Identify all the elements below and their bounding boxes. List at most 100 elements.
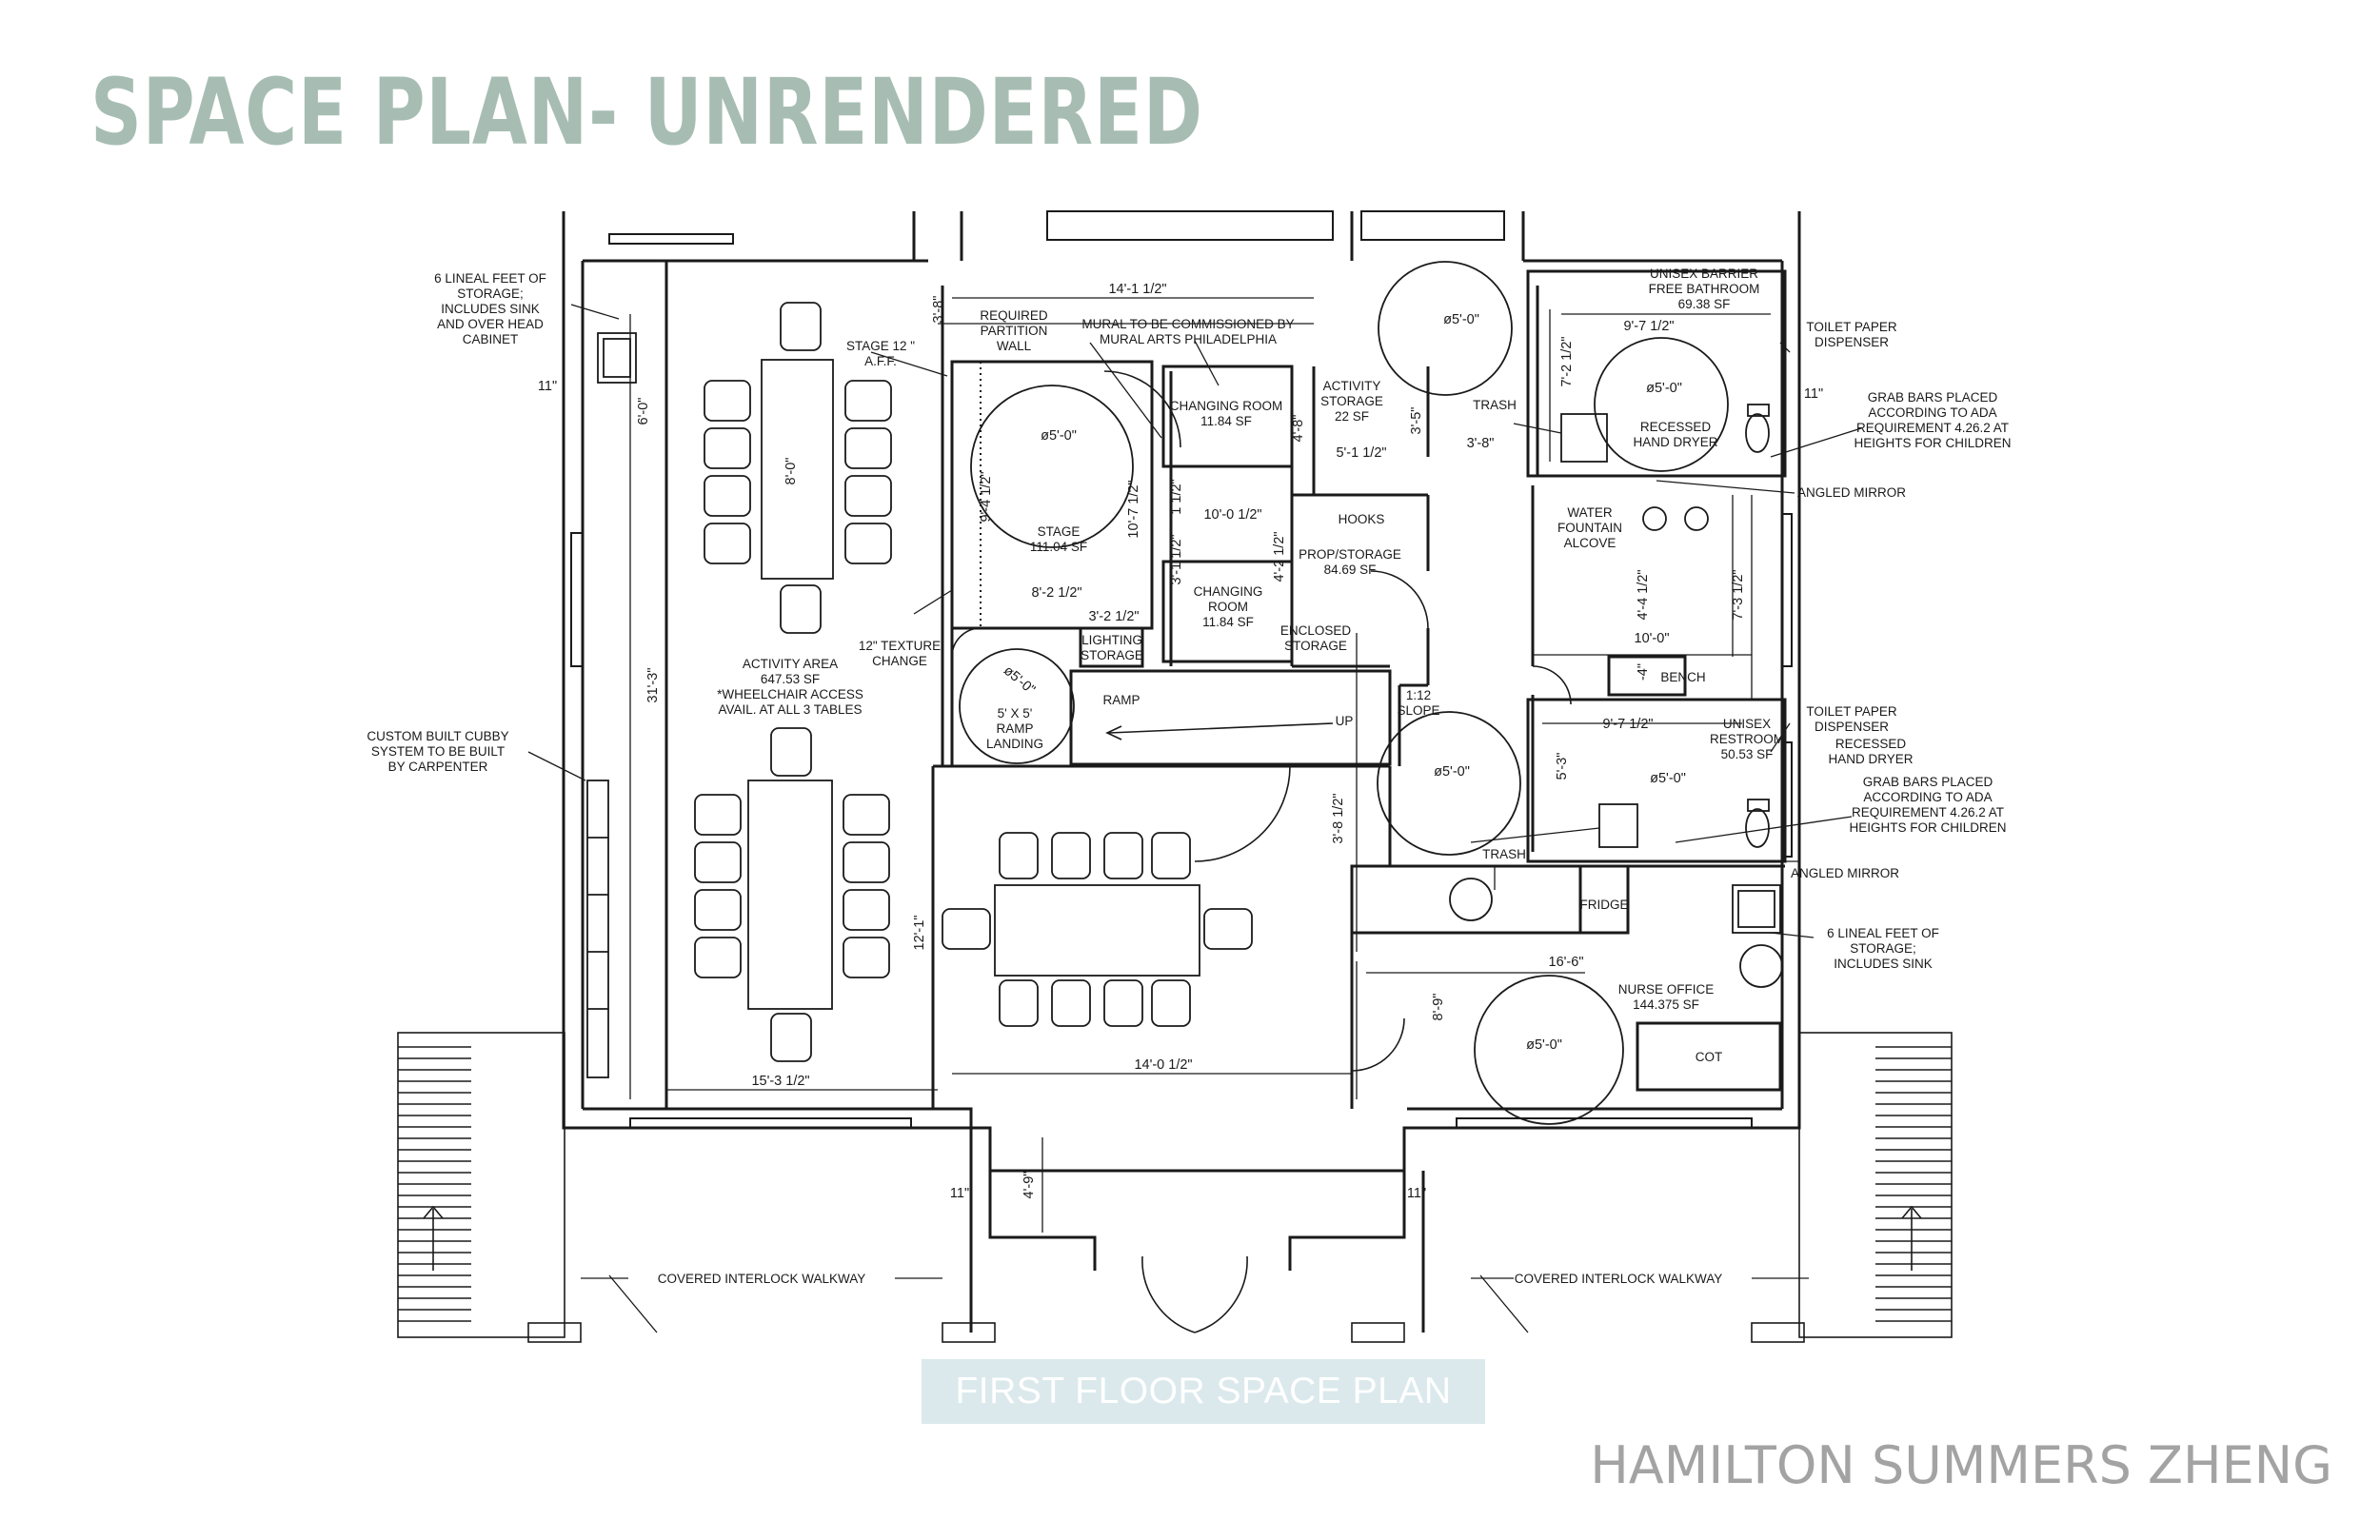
dim-14-0-5: 14'-0 1/2" [1134,1057,1192,1073]
chair [844,427,892,469]
chair [694,794,742,836]
dim-3-5: 3'-5" [1409,407,1424,435]
dim-5-1-5: 5'-1 1/2" [1336,445,1386,461]
chair [999,979,1039,1027]
chair [942,908,991,950]
plan-leader-lines [527,304,1862,1333]
dim-10-0-5: 10'-0 1/2" [1203,507,1261,523]
chair [704,475,751,517]
dim-5-0-landing: ø5'-0" [1001,663,1038,699]
label-up: UP [1336,714,1354,728]
dim-8-0: 8'-0" [783,458,799,485]
dim-1-5: 1 1/2" [1169,479,1184,514]
dim-4-8: 4'-8" [1291,415,1306,443]
chair [1103,832,1143,879]
dim-11-bl: 11" [950,1186,969,1201]
chair [780,584,822,634]
dim-5-0-stage: ø5'-0" [1041,428,1077,444]
chair [704,427,751,469]
chair [843,794,890,836]
dim-15-3-5: 15'-3 1/2" [751,1074,809,1089]
dim-31-3: 31'-3" [645,668,661,703]
chair [704,523,751,564]
chair [770,1013,812,1062]
dim-7-2-5: 7'-2 1/2" [1559,336,1575,386]
dim-10-7-5: 10'-7 1/2" [1126,480,1141,538]
dim-9-4-5: 9'-4 1/2" [979,471,994,522]
dim-11-br: 11" [1407,1186,1426,1201]
dim-5-0-bath: ø5'-0" [1646,381,1682,396]
dim-3-1-5: 3'-1 1/2" [1169,534,1184,584]
dim-6-0: 6'-0" [636,398,651,425]
dim-4: -4" [1636,663,1651,681]
chair [843,841,890,883]
dim-7-3-5: 7'-3 1/2" [1731,569,1746,620]
label-angled-mirror-bottom: ANGLED MIRROR [1791,866,1899,880]
label-trash-top: TRASH [1473,398,1517,412]
dim-14-1-5: 14'-1 1/2" [1108,282,1166,297]
label-hooks: HOOKS [1339,512,1385,526]
plan-stairs [397,1032,1953,1343]
dim-10-0: 10'-0" [1635,631,1670,646]
chair [1151,979,1191,1027]
chair [1203,908,1253,950]
label-fridge: FRIDGE [1579,898,1628,912]
label-walkway-right: COVERED INTERLOCK WALKWAY [1515,1272,1723,1286]
caption-box: FIRST FLOOR SPACE PLAN [922,1359,1485,1424]
dim-3-8-a: 3'-8" [931,296,946,324]
ramp-arrow [1105,722,1334,740]
dim-11-right: 11" [1804,386,1823,402]
label-angled-mirror-top: ANGLED MIRROR [1797,485,1906,500]
page-title: SPACE PLAN- UNRENDERED [90,59,1203,166]
plan-dimension-lines [629,297,1771,1233]
chair [1051,979,1091,1027]
dim-11-left: 11" [538,379,557,394]
dim-8-2-5: 8'-2 1/2" [1031,585,1081,601]
dim-9-7-5-top: 9'-7 1/2" [1623,319,1674,334]
label-bench: BENCH [1660,670,1705,684]
label-cot: COT [1696,1050,1723,1064]
label-ramp: RAMP [1102,693,1140,707]
chair [844,475,892,517]
author-name: HAMILTON SUMMERS ZHENG [1590,1435,2332,1495]
label-walkway-left: COVERED INTERLOCK WALKWAY [658,1272,866,1286]
chair [770,727,812,777]
chair [844,380,892,422]
dim-4-9: 4'-9" [1021,1172,1037,1199]
dim-3-2-5: 3'-2 1/2" [1088,609,1139,624]
caption-text: FIRST FLOOR SPACE PLAN [955,1371,1452,1412]
chair [843,937,890,978]
chair [694,937,742,978]
chair [1051,832,1091,879]
plan-door-swings [951,370,1572,1333]
label-stage-height: STAGE 12 "A.F.F. [846,339,915,368]
chair [704,380,751,422]
chair [694,889,742,931]
chair [1103,979,1143,1027]
dim-5-0-hall: ø5'-0" [1434,764,1470,780]
dim-4-4-5: 4'-4 1/2" [1636,569,1651,620]
